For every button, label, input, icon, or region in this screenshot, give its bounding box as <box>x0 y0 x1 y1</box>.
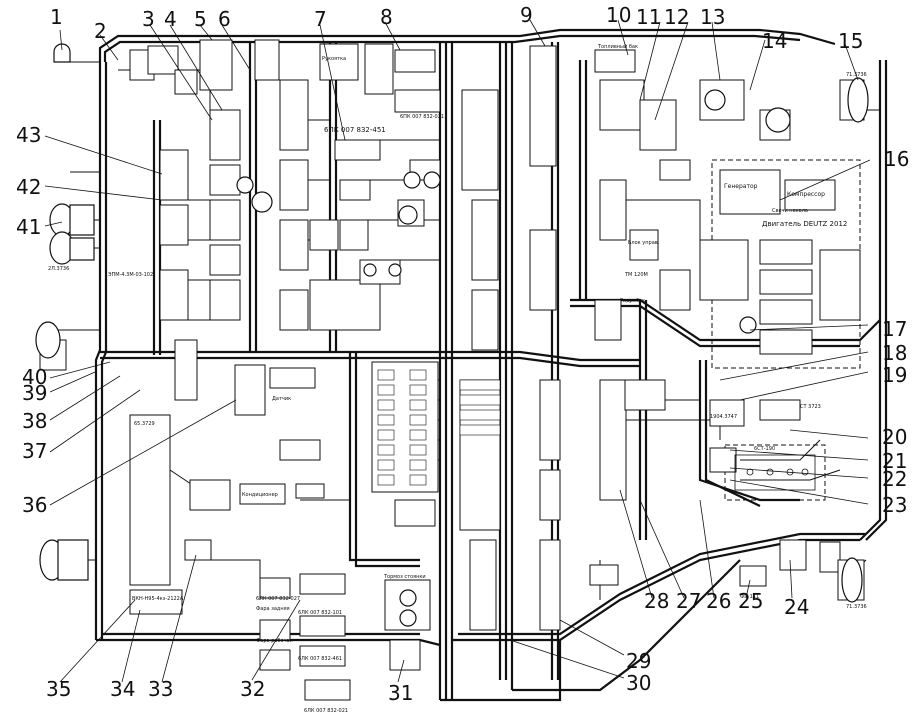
callout-19: 19 <box>882 363 907 387</box>
label-generator: Генератор <box>724 183 758 190</box>
callout-30: 30 <box>626 671 651 695</box>
label-conditioner: Кондиционер <box>242 492 278 498</box>
callout-13: 13 <box>700 5 725 29</box>
callout-numbers: 1 2 3 4 5 6 7 8 9 10 11 12 13 14 15 16 1… <box>16 3 909 705</box>
callout-12: 12 <box>664 5 689 29</box>
callout-17: 17 <box>882 317 907 341</box>
callout-28: 28 <box>644 589 669 613</box>
callout-34: 34 <box>110 677 135 701</box>
callout-9: 9 <box>520 3 533 27</box>
callout-8: 8 <box>380 5 393 29</box>
callout-1: 1 <box>50 5 63 29</box>
label-harness-f: 6ЛК 007 832-021 <box>304 708 348 714</box>
label-fara-zad: Фара задняя <box>256 606 290 612</box>
callout-14: 14 <box>762 29 787 53</box>
callout-3: 3 <box>142 7 155 31</box>
callout-21: 21 <box>882 449 907 473</box>
label-battery: 6СТ-190 <box>754 446 775 452</box>
callout-27: 27 <box>676 589 701 613</box>
label-horn-r: 71.3736 <box>846 72 867 78</box>
label-harness-d: 6ЛК 007 832-101 <box>298 610 342 616</box>
callout-35: 35 <box>46 677 71 701</box>
callout-29: 29 <box>626 649 651 673</box>
label-fuse-block: 65.3729 <box>134 421 155 427</box>
callout-36: 36 <box>22 493 47 517</box>
component-labels: 6ПК 007 832-451 6ПК 007 832-021 Двигател… <box>48 43 867 714</box>
callout-10: 10 <box>606 3 631 27</box>
lamps <box>35 43 869 627</box>
callout-37: 37 <box>22 439 47 463</box>
callout-40: 40 <box>22 365 47 389</box>
label-harness-e: 6ЛК 007 832-461 <box>298 656 342 662</box>
callout-7: 7 <box>314 7 327 31</box>
callout-20: 20 <box>882 425 907 449</box>
label-engine: Двигатель DEUTZ 2012 <box>762 220 847 228</box>
callout-4: 4 <box>164 7 177 31</box>
callout-24: 24 <box>784 595 809 619</box>
label-relay-tm: TM 120M <box>624 272 648 278</box>
callout-26: 26 <box>706 589 731 613</box>
label-relay-1904: 1904.3747 <box>710 414 737 420</box>
label-brake: Тормоз стоянки <box>383 574 426 580</box>
callout-33: 33 <box>148 677 173 701</box>
callout-2: 2 <box>94 19 107 43</box>
callout-11: 11 <box>636 5 661 29</box>
label-wiper: Рукоятка <box>322 56 346 62</box>
callout-16: 16 <box>884 147 909 171</box>
connectors <box>39 39 865 701</box>
callout-23: 23 <box>882 493 907 517</box>
battery-cells <box>734 454 816 491</box>
relay-block <box>377 369 427 486</box>
label-tank: Топливный бак <box>597 43 638 50</box>
callout-15: 15 <box>838 29 863 53</box>
label-plugs: Свечи накала <box>772 208 808 214</box>
callout-6: 6 <box>218 7 231 31</box>
label-horn-r2: 71.3736 <box>846 604 867 610</box>
label-side-light: ФП 111 <box>740 594 759 600</box>
label-reed: ВКН-Н95-4кз-2122А <box>132 596 184 602</box>
label-fara-rab: Фара рабочая <box>256 638 293 644</box>
label-sensor: Датчик <box>272 396 291 402</box>
label-harness-b: 6ПК 007 832-021 <box>400 114 444 120</box>
label-cross: СТ 3723 <box>800 404 821 410</box>
callout-39: 39 <box>22 381 47 405</box>
callout-22: 22 <box>882 467 907 491</box>
callout-43: 43 <box>16 123 41 147</box>
leader-lines <box>44 19 871 683</box>
label-horn-l: 2Л.3736 <box>48 266 69 272</box>
label-harness-a: 6ПК 007 832-451 <box>324 126 386 134</box>
callout-5: 5 <box>194 7 207 31</box>
callout-42: 42 <box>16 175 41 199</box>
callout-18: 18 <box>882 341 907 365</box>
callout-32: 32 <box>240 677 265 701</box>
callout-25: 25 <box>738 589 763 613</box>
label-block-upr: Блок управ. <box>628 240 660 246</box>
callout-38: 38 <box>22 409 47 433</box>
label-hydro: Гидробак <box>620 298 645 304</box>
callout-41: 41 <box>16 215 41 239</box>
callout-31: 31 <box>388 681 413 705</box>
label-compressor: Компрессор <box>787 191 825 198</box>
label-pump-block: ЭПМ-4.3М-03-102 <box>108 272 153 278</box>
label-harness-c: 6ЛК 007 832-027 <box>256 596 300 602</box>
